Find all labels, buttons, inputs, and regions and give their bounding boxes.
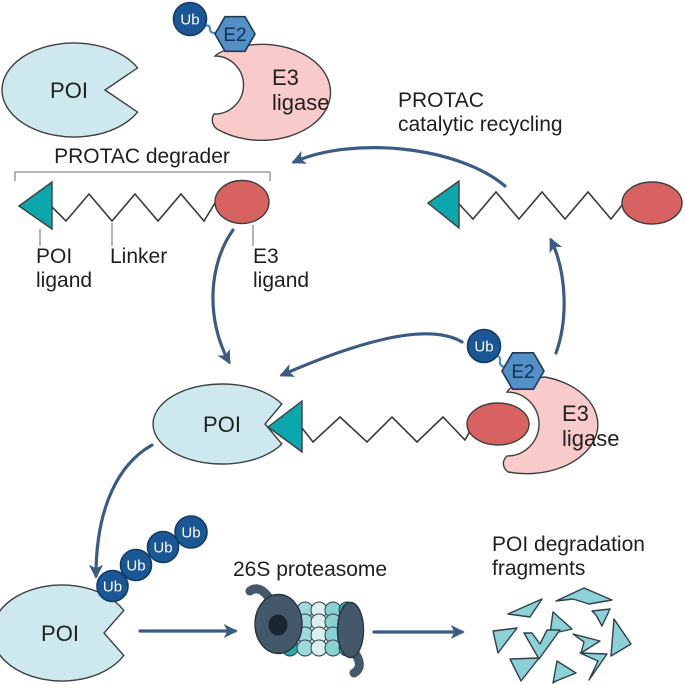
proteasome-label: 26S proteasome	[233, 558, 387, 581]
e3-ligase-ternary-label-line1: E3	[562, 401, 589, 426]
e2-top-label: E2	[223, 25, 246, 46]
arrow-e3-to-recycled-protac	[549, 237, 566, 355]
fragments-label-line2: fragments	[492, 557, 585, 580]
linker-zigzag-recycled	[458, 190, 624, 221]
ubiquitin-chain-3-label: Ub	[153, 540, 172, 557]
fragment	[555, 587, 613, 605]
arrows-group	[88, 146, 566, 640]
poi-ternary-label: POI	[203, 412, 241, 437]
e2-ternary-label: E2	[511, 362, 534, 383]
poi-ligand-label-line2: ligand	[36, 269, 92, 292]
arrow-recycling-to-degrader	[291, 146, 507, 188]
arrow-complex-to-ubiquitinated-poi	[88, 443, 154, 579]
e2-enzyme-top	[214, 15, 256, 53]
e3-ligase-top-label-line1: E3	[272, 65, 299, 90]
e3-ligase-top	[211, 43, 332, 142]
ubiquitin-chain-2-label: Ub	[126, 558, 145, 575]
poi-ligand-recycled	[426, 179, 460, 230]
fragment	[509, 657, 540, 682]
ubiquitin-chain-1	[96, 569, 129, 603]
fragment	[572, 633, 601, 654]
ubiquitin-chain-3	[146, 530, 180, 564]
ubiquitin-chain-4	[174, 515, 208, 549]
arrow-e2-to-ternary-complex	[279, 332, 464, 377]
poi-protein-top	[1, 42, 139, 138]
poi-ligand-ternary	[266, 399, 303, 454]
e3-ligase-ternary	[502, 376, 599, 475]
proteasome-pore	[268, 614, 288, 636]
polyubiquitin-chain: Ub Ub Ub Ub	[96, 515, 208, 603]
fragments-label-line1: POI degradation	[492, 533, 645, 556]
poi-protein-ubiquitinated	[0, 584, 125, 682]
arrow-degrader-to-complex	[211, 228, 235, 365]
e3-ligand-ternary	[466, 402, 530, 446]
ubiquitin-top	[172, 1, 208, 37]
poi-protein-ternary	[152, 383, 283, 465]
ubiquitin-chain-2	[119, 548, 153, 582]
degrader-bracket	[14, 171, 271, 181]
fragment	[591, 608, 611, 627]
poi-ligand-warhead	[17, 180, 53, 231]
e3-ligand-recycled	[621, 181, 683, 225]
e3-ligand-label-line1: E3	[253, 245, 279, 268]
fragment	[523, 629, 561, 660]
ubiquitin-ternary-label: Ub	[474, 339, 493, 356]
fragment	[579, 652, 608, 681]
ubiquitin-top-label: Ub	[180, 12, 199, 29]
recycling-caption-line2: catalytic recycling	[398, 113, 563, 136]
e2-enzyme-ternary	[501, 351, 545, 391]
fragment	[549, 611, 573, 635]
recycling-caption-line1: PROTAC	[398, 89, 484, 112]
linker-zigzag-degrader	[51, 192, 216, 223]
linker-zigzag-ternary	[301, 415, 471, 444]
linker-label: Linker	[110, 245, 167, 268]
ubiquitin-chain-1-label: Ub	[103, 579, 122, 596]
e3-ligase-ternary-label-line2: ligase	[562, 426, 619, 451]
proteasome-cap-right	[336, 601, 365, 659]
poi-fragments	[492, 587, 632, 684]
ubiquitin-chain-4-label: Ub	[181, 525, 200, 542]
protac-degrader-title: PROTAC degrader	[54, 145, 230, 168]
fragment	[507, 598, 543, 618]
e3-ligand-label-line2: ligand	[253, 269, 309, 292]
fragment	[492, 627, 518, 654]
fragment	[552, 660, 577, 684]
poi-ligand-label-line1: POI	[36, 245, 72, 268]
e3-ligase-top-label-line2: ligase	[272, 90, 329, 115]
poi-top-label: POI	[50, 78, 88, 103]
ubiquitin-ternary	[466, 328, 502, 364]
fragment	[610, 618, 632, 657]
proteasome	[245, 584, 365, 678]
e3-ligand-degrader	[214, 179, 270, 225]
poi-bottom-label: POI	[41, 621, 79, 646]
